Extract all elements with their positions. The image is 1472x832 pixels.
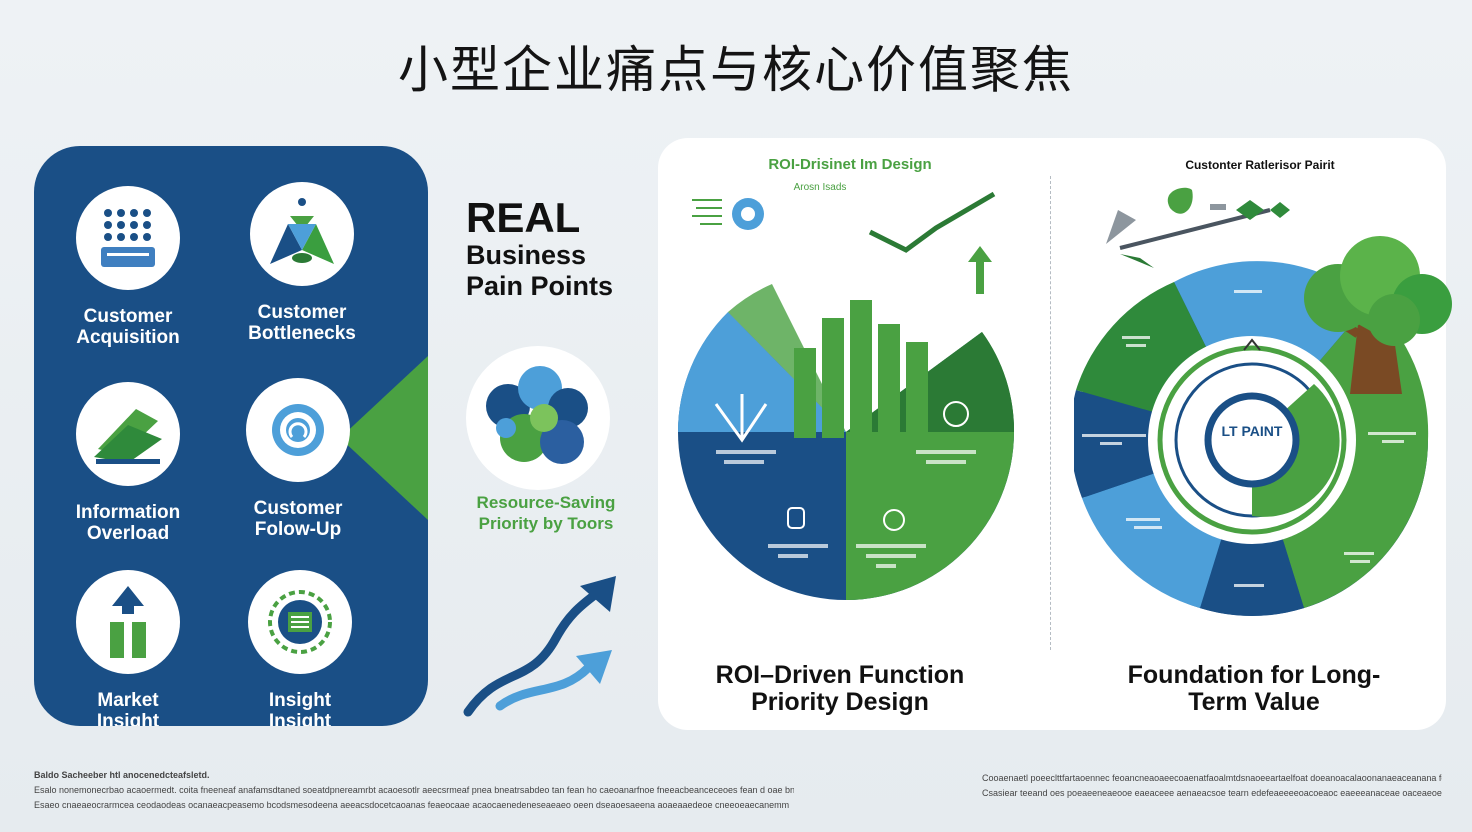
footer-left-line-3: Esaeo cnaeaeocrarmcea ceodaodeas ocanaea… [34,800,790,810]
blob-cluster-icon [466,346,610,490]
footer-left-line-2: Esalo nonemonecrbao acaoermedt. coita fn… [34,785,794,795]
pain-points-panel: Customer Acquisition Customer Bottleneck… [34,146,428,726]
document-badge-icon [248,570,352,674]
card-market-insight[interactable]: Market Insight [38,570,218,726]
growth-arrows-icon [463,576,616,717]
card-insight-insight[interactable]: Insight Insight [210,570,390,726]
business-word: Business [466,240,587,270]
roi-caption-line-2: Priority Design [751,688,929,716]
grid-dots-icon [76,186,180,290]
pain-points-word: Pain Points [466,271,614,301]
resource-line-1: Resource-Saving [476,493,616,512]
roi-caption: ROI–Driven Function Priority Design [690,662,990,716]
funnel-icon [250,182,354,286]
center-badge-text: LT PAINT [1222,423,1283,439]
roi-subheading: Arosn Isads [793,182,847,193]
customer-heading: Custonter Ratlerisor Pairit [1185,158,1335,172]
foundation-caption-line-2: Term Value [1188,688,1320,716]
card-divider [1050,176,1051,650]
resource-saving-text: Resource-Saving Priority by Toors [436,492,656,534]
footer-right-line-1: Cooaenaetl poeeclttfartaoennec feoancnea… [982,773,1442,783]
card-label: Market Insight [96,690,160,726]
card-label: Information Overload [75,502,181,544]
roi-priority-pie [677,263,1015,600]
real-pain-points-heading: REAL Business Pain Points [466,196,656,302]
page-title: 小型企业痛点与核心价值聚焦 [398,41,1074,99]
foundation-caption-line-1: Foundation for Long- [1127,661,1381,689]
card-label: Insight Insight [268,690,332,726]
footer-left-heading: Baldo Sacheeber htl anocenedcteafsletd. [34,770,210,780]
foundation-caption: Foundation for Long- Term Value [1104,662,1404,716]
card-customer-acquisition[interactable]: Customer Acquisition [38,186,218,348]
speed-lines-icon [692,198,764,230]
leaf-branch-icon [1106,187,1290,268]
roi-heading: ROI-Drisinet Im Design [768,156,932,173]
footer-right-line-2: Csasiear teeand oes poeaeeneaeooe eaeace… [982,788,1442,798]
real-word: REAL [466,194,581,241]
upload-arrow-icon [76,570,180,674]
card-customer-bottlenecks[interactable]: Customer Bottlenecks [212,182,392,344]
card-label: Customer Bottlenecks [248,302,356,344]
card-information-overload[interactable]: Information Overload [38,382,218,544]
stacked-papers-icon [76,382,180,486]
card-label: Customer Acquisition [76,306,180,348]
target-icon [246,378,350,482]
tree-icon [1304,236,1452,394]
trend-arrow-icon [868,191,996,294]
card-customer-followup[interactable]: Customer Folow-Up [208,378,388,540]
resource-line-2: Priority by Toors [478,514,614,533]
roi-caption-line-1: ROI–Driven Function [715,661,965,689]
panel-pointer-wedge [340,356,428,520]
card-label: Customer Folow-Up [253,498,343,540]
